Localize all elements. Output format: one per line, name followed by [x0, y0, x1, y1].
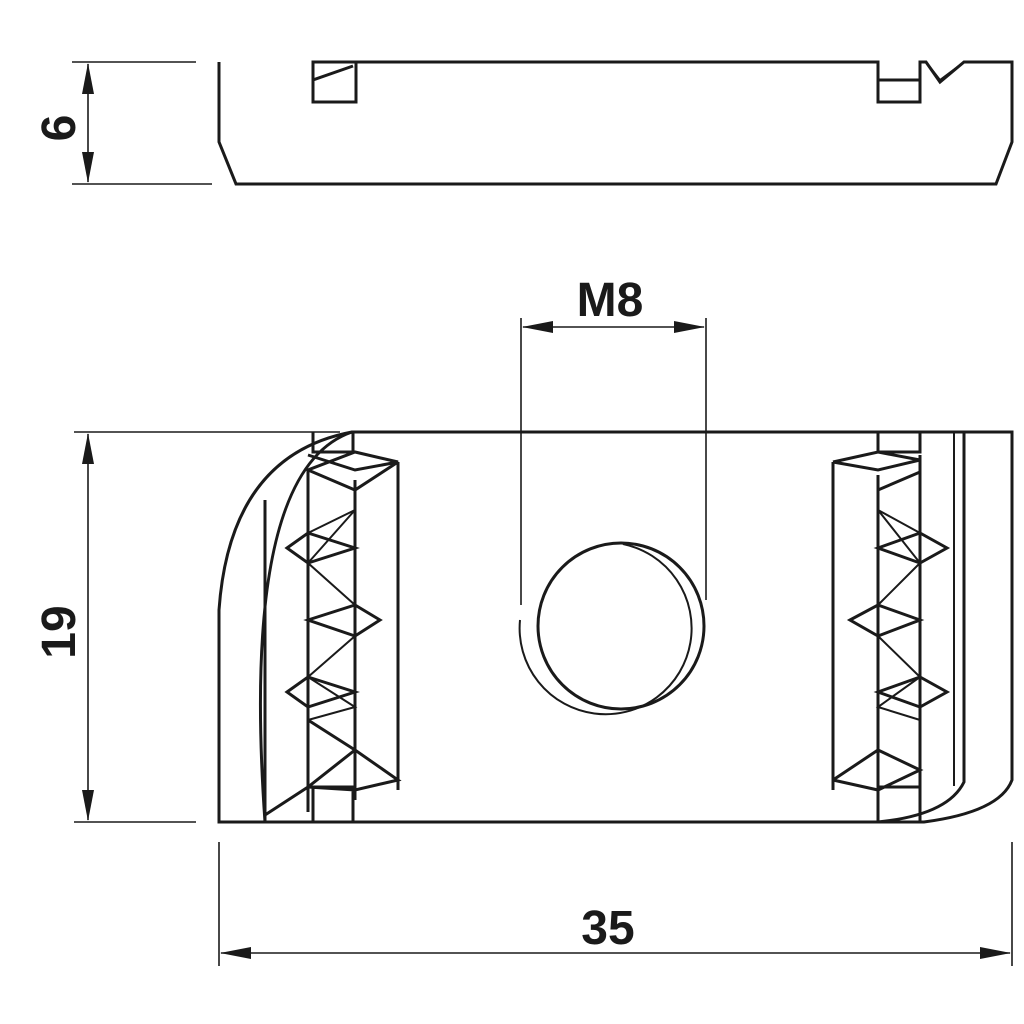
arrow-length-right [980, 947, 1011, 959]
arrow-thread-right [674, 321, 705, 333]
left-diamond-2 [303, 603, 383, 638]
side-view-right-tooth [876, 62, 920, 82]
top-view-right-rounded-edge [877, 432, 966, 824]
right-diamond-1 [873, 531, 951, 565]
left-top-tooth [303, 432, 399, 492]
side-view-right-cut [925, 61, 965, 82]
left-zigzag [306, 509, 358, 721]
side-view-outline [217, 60, 1014, 186]
right-diamond-3 [873, 675, 951, 709]
dimension-width: 19 [33, 431, 340, 823]
top-view-left-rounded-edge [258, 430, 353, 823]
label-length: 35 [581, 902, 634, 955]
right-bottom-tooth [832, 748, 924, 822]
top-view-outline [217, 430, 1014, 824]
threaded-hole [536, 541, 706, 711]
arrow-thread-left [522, 321, 553, 333]
right-diamond-2 [846, 603, 925, 638]
right-top-tooth [832, 432, 922, 492]
left-diamond-1 [284, 531, 360, 565]
label-thread: M8 [577, 274, 644, 327]
arrow-length-left [220, 947, 251, 959]
side-view-left-notch [311, 60, 356, 80]
left-diamond-3 [284, 675, 360, 709]
right-zigzag [875, 509, 922, 721]
left-bottom-tooth [264, 718, 402, 822]
dimension-thread: M8 [520, 274, 707, 605]
label-thickness: 6 [33, 115, 86, 142]
arrow-width-bottom [82, 790, 94, 821]
thread-arc [518, 543, 693, 716]
arrow-width-top [82, 433, 94, 464]
arrow-top [82, 63, 94, 94]
side-view [217, 60, 1014, 186]
dimension-length: 35 [218, 842, 1013, 966]
label-width: 19 [33, 605, 86, 658]
left-groove-lines [263, 462, 400, 822]
top-view [217, 430, 1014, 824]
dimension-thickness: 6 [33, 61, 212, 185]
arrow-bottom [82, 152, 94, 183]
